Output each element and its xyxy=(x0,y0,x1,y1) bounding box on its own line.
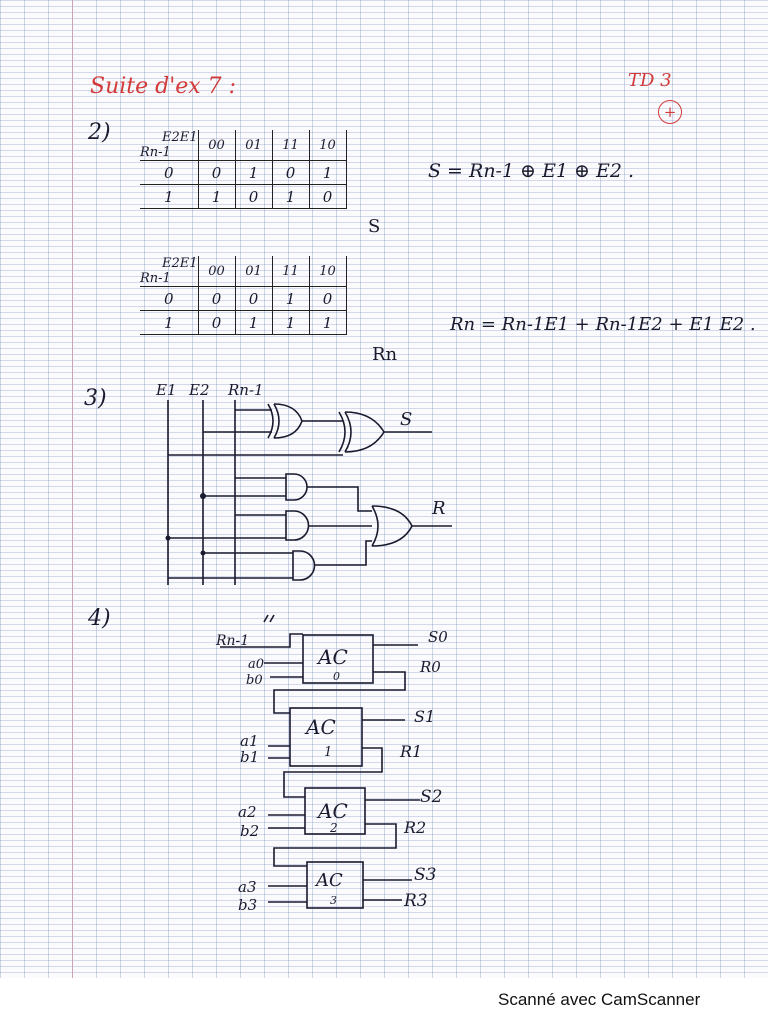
kmap-s-cell: 1 xyxy=(308,160,347,185)
r1-label: R1 xyxy=(399,742,422,761)
output-s: S xyxy=(400,409,412,430)
logic-circuit xyxy=(167,400,452,585)
block-ac2-index: 2 xyxy=(329,821,338,835)
block-ac2-name: AC xyxy=(316,799,348,823)
b1-label: b1 xyxy=(240,748,259,766)
page-title: Suite d'ex 7 : xyxy=(90,74,237,99)
section-3-label: 3) xyxy=(84,386,107,411)
kmap-s-col: 11 xyxy=(271,130,310,161)
input-rn-1: Rn-1 xyxy=(227,381,264,399)
section-4-label: 4) xyxy=(88,606,111,631)
s3-label: S3 xyxy=(414,865,436,885)
kmap-r-col: 00 xyxy=(197,256,236,287)
kmap-s-cell: 0 xyxy=(308,184,347,209)
junction-dots xyxy=(165,493,206,556)
s2-label: S2 xyxy=(420,787,442,807)
block-ac0-index: 0 xyxy=(333,670,340,683)
r2-label: R2 xyxy=(403,818,426,837)
block-ac3-index: 3 xyxy=(330,894,337,907)
kmap-s-corner: E2E1 Rn-1 xyxy=(140,130,199,161)
td-label: TD 3 xyxy=(628,70,672,91)
equation-r: Rn = Rn-1E1 + Rn-1E2 + E1 E2 . xyxy=(450,314,756,335)
kmap-s: E2E1 Rn-1 00 01 11 10 0 0 1 0 1 1 1 0 1 … xyxy=(140,130,347,209)
s0-label: S0 xyxy=(428,628,448,646)
b0-label: b0 xyxy=(246,673,263,688)
block-ac1-name: AC xyxy=(304,715,336,739)
kmap-r-cell: 1 xyxy=(308,310,347,335)
circuit-labels: E1 E2 Rn-1 S R xyxy=(155,381,446,519)
a2-label: a2 xyxy=(238,803,257,821)
carry-in-label: Rn-1 xyxy=(215,633,249,649)
kmap-s-corner-top: E2E1 xyxy=(162,130,198,145)
kmap-r-cell: 0 xyxy=(197,310,236,335)
scanner-watermark: Scanné avec CamScanner xyxy=(498,990,701,1009)
a1-label: a1 xyxy=(240,732,259,750)
a3-label: a3 xyxy=(238,878,257,896)
kmap-r: E2E1 Rn-1 00 01 11 10 0 0 0 1 0 1 0 1 1 … xyxy=(140,256,347,335)
margin-line xyxy=(72,0,73,978)
input-e2: E2 xyxy=(188,381,210,399)
block-ac0-name: AC xyxy=(316,645,348,669)
s1-label: S1 xyxy=(414,707,435,726)
kmap-s-row-label: 0 xyxy=(140,160,199,185)
kmap-s-output: S xyxy=(368,216,381,237)
kmap-s-corner-side: Rn-1 xyxy=(140,145,171,160)
section-2-label: 2) xyxy=(88,120,111,145)
kmap-r-col: 01 xyxy=(234,256,273,287)
output-r: R xyxy=(431,498,446,519)
adder-labels: Rn-1 a0 b0 AC 0 S0 R0 a1 b1 AC 1 S1 R1 a… xyxy=(215,628,448,914)
kmap-r-cell: 1 xyxy=(234,310,273,335)
b2-label: b2 xyxy=(240,822,259,840)
kmap-s-row-label: 1 xyxy=(140,184,199,209)
input-e1: E1 xyxy=(155,381,177,399)
notebook-page xyxy=(0,0,768,978)
kmap-r-row-label: 1 xyxy=(140,310,199,335)
plus-marker-icon: + xyxy=(658,100,682,124)
kmap-s-cell: 1 xyxy=(271,184,310,209)
kmap-s-col: 10 xyxy=(308,130,347,161)
equation-s: S = Rn-1 ⊕ E1 ⊕ E2 . xyxy=(428,160,635,182)
kmap-s-cell: 1 xyxy=(234,160,273,185)
kmap-r-output: Rn xyxy=(372,344,398,365)
block-ac3-name: AC xyxy=(314,870,343,891)
kmap-s-cell: 0 xyxy=(234,184,273,209)
kmap-r-corner-side: Rn-1 xyxy=(140,271,171,286)
kmap-r-corner-top: E2E1 xyxy=(162,256,198,271)
adder-chain xyxy=(220,614,420,909)
b3-label: b3 xyxy=(238,896,257,914)
kmap-r-corner: E2E1 Rn-1 xyxy=(140,256,199,287)
a0-label: a0 xyxy=(248,657,264,672)
block-ac1-index: 1 xyxy=(324,745,332,760)
kmap-r-row-label: 0 xyxy=(140,286,199,311)
r0-label: R0 xyxy=(419,658,441,676)
r3-label: R3 xyxy=(403,891,428,911)
